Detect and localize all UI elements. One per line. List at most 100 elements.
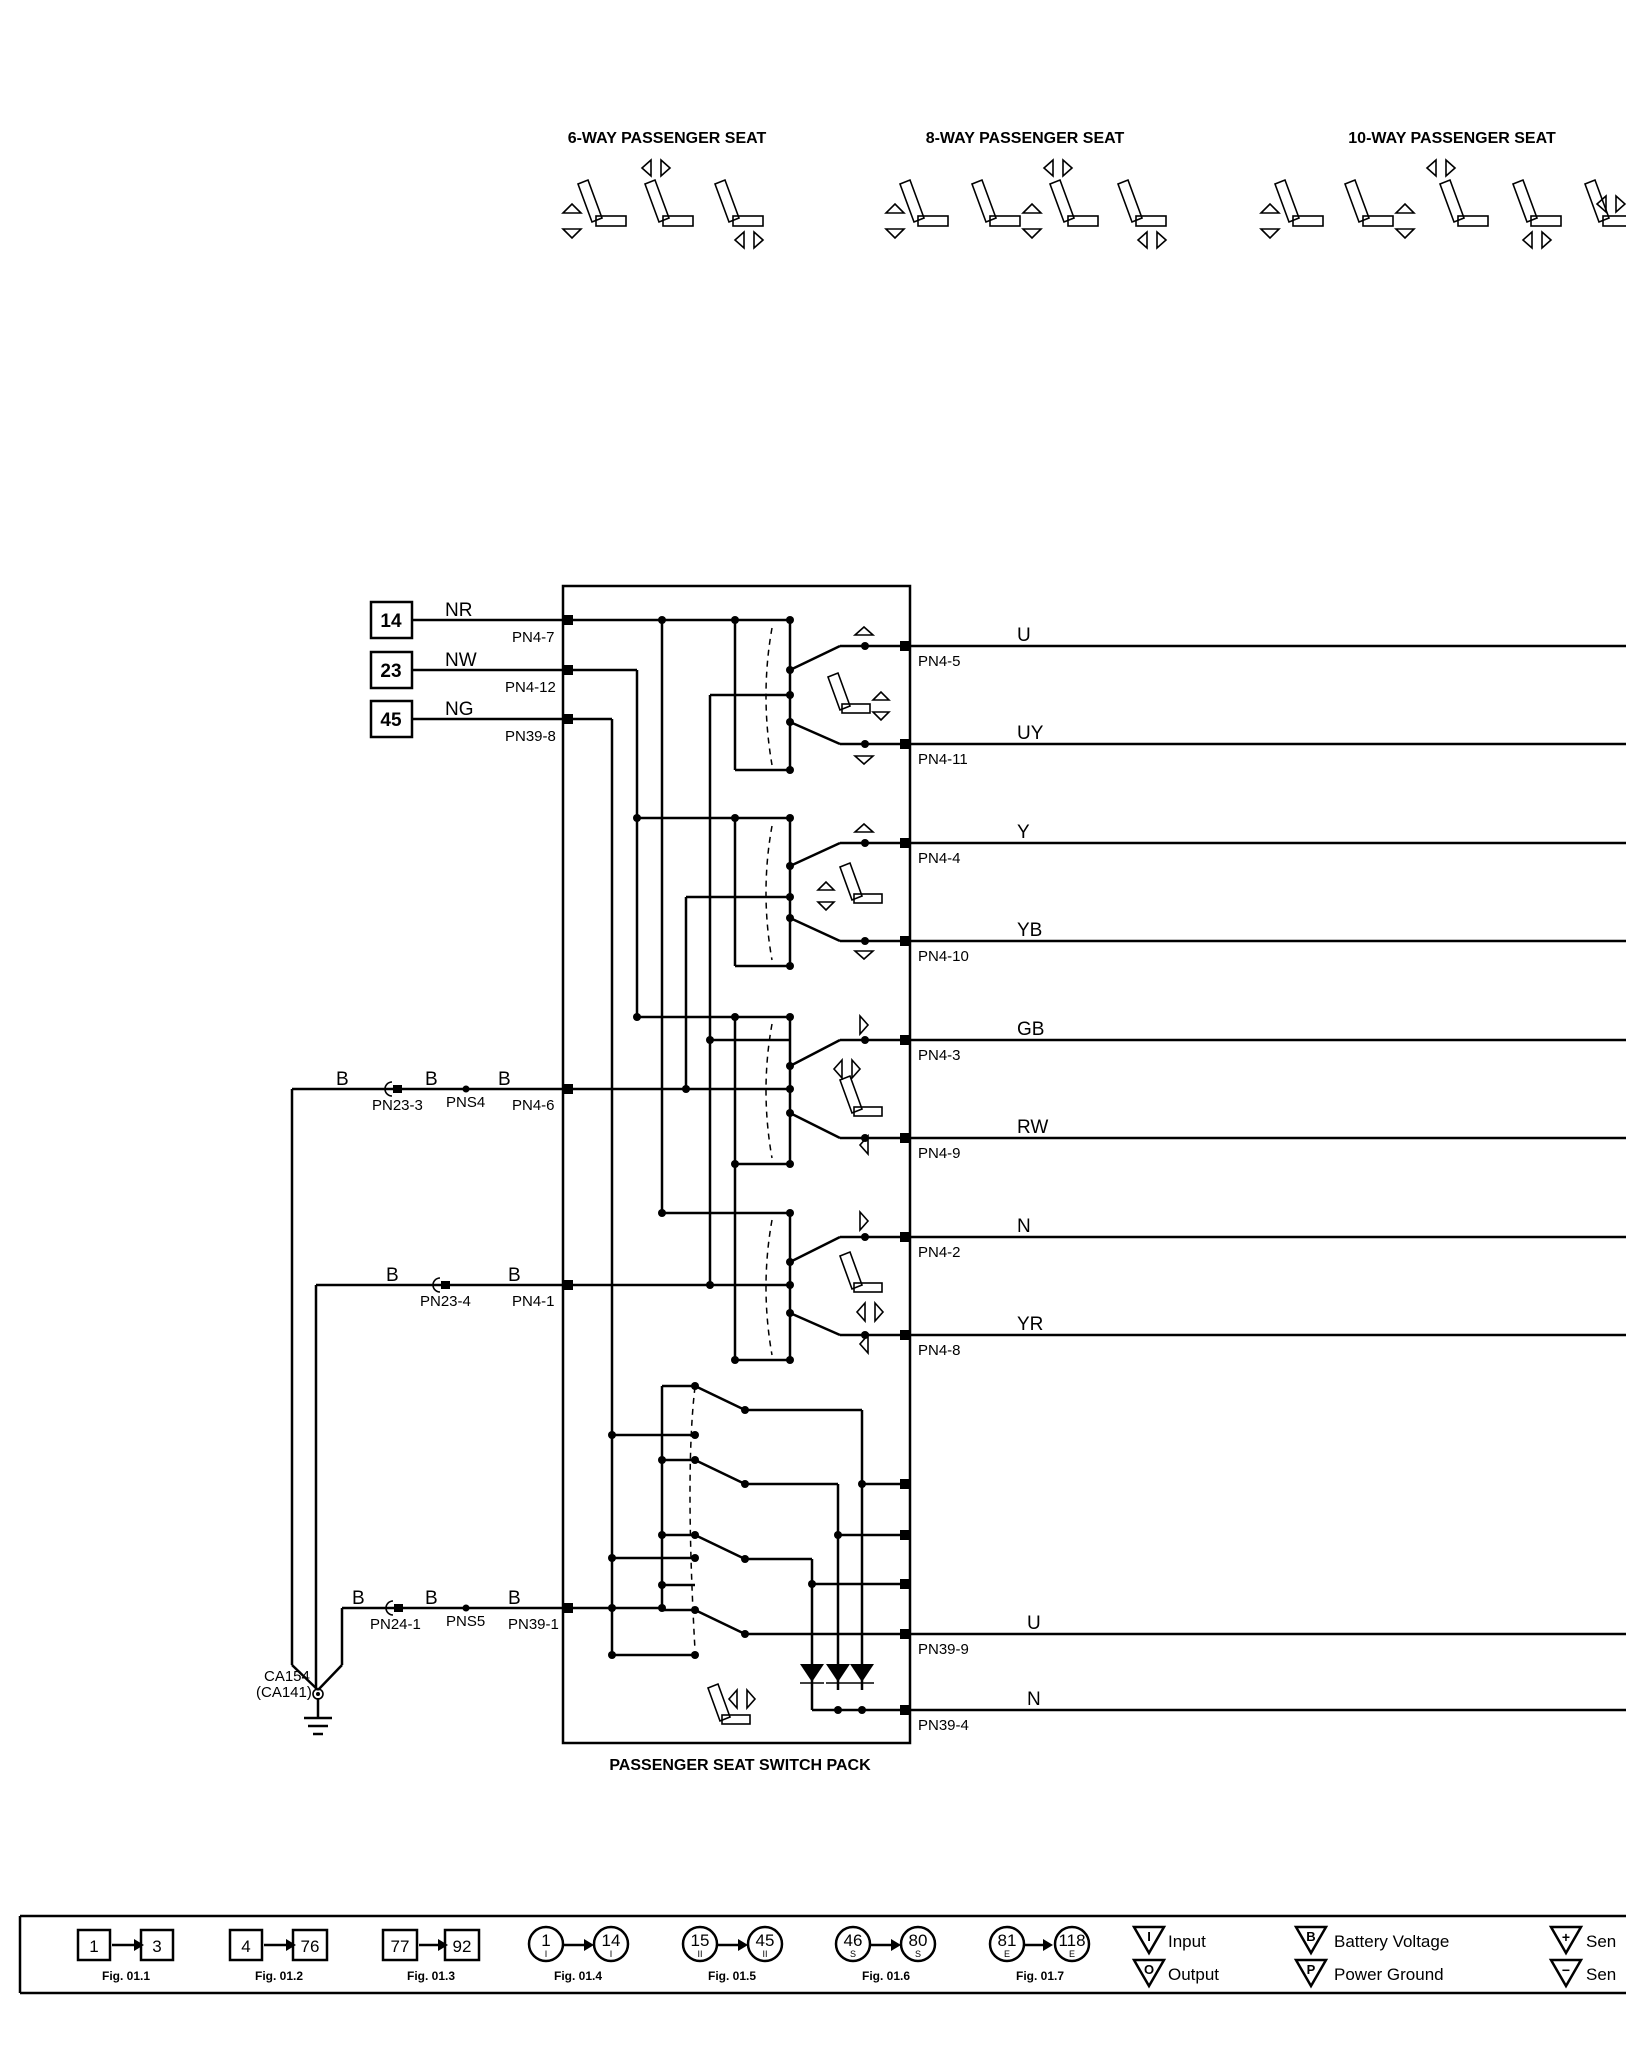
- legend-sensor-positive-label: Sen: [1586, 1932, 1616, 1951]
- svg-text:E: E: [1004, 1949, 1010, 1959]
- pin-pn4-11-label: PN4-11: [918, 751, 968, 768]
- motor-switches: [633, 616, 905, 1725]
- ground-point-alt-label: (CA141): [256, 1684, 312, 1701]
- output-icon: [1131, 1958, 1167, 1989]
- legend-fig-01-6-from: 46: [844, 1931, 863, 1950]
- legend-fig-01-1[interactable]: 1 3 Fig. 01.1: [76, 1928, 175, 1983]
- legend-fig-01-4-to: 14: [602, 1931, 621, 1950]
- ground-row3-wire-right: B: [508, 1588, 521, 1609]
- svg-text:+: +: [1562, 1929, 1570, 1945]
- wire-gb-label: GB: [1017, 1019, 1044, 1040]
- wire-yb-label: YB: [1017, 920, 1042, 941]
- seat-type-8way-title: 8-WAY PASSENGER SEAT: [926, 130, 1125, 147]
- legend-fig-01-6-to: 80: [909, 1931, 928, 1950]
- seat-type-10way-title: 10-WAY PASSENGER SEAT: [1348, 130, 1556, 147]
- switch-arrow-icons: [852, 625, 876, 1356]
- legend-fig-01-5-label: Fig. 01.5: [708, 1969, 756, 1983]
- ground-row3-wire-left: B: [352, 1588, 365, 1609]
- pin-pn4-10-label: PN4-10: [918, 948, 969, 965]
- power-ground-icon: [1293, 1958, 1329, 1989]
- pin-pn4-8-label: PN4-8: [918, 1342, 961, 1359]
- legend-fig-01-4[interactable]: 1 I 14 I Fig. 01.4: [527, 1925, 630, 1983]
- input-icon: [1131, 1925, 1167, 1956]
- pin-pn4-7-label: PN4-7: [512, 629, 555, 646]
- wire-nw-label: NW: [445, 650, 477, 671]
- ground-point-label: CA154: [264, 1668, 310, 1685]
- internal-wiring: [570, 618, 790, 1655]
- legend-sensor-negative-label: Sen: [1586, 1965, 1616, 1984]
- wire-rw-label: RW: [1017, 1117, 1048, 1138]
- seat-height-icon: [561, 178, 627, 240]
- pin-pn4-12-label: PN4-12: [505, 679, 556, 696]
- ground-row2-wire-left: B: [386, 1265, 399, 1286]
- legend-fig-01-7-from: 81: [998, 1931, 1017, 1950]
- input-feeds: 14 NR PN4-7 23 NW PN4-12 45 NG PN39-8: [369, 600, 563, 745]
- legend: 1 3 Fig. 01.1 4 76 Fig. 01.2 77 92 Fig. …: [18, 1914, 1626, 1995]
- memory-section: [570, 1382, 905, 1714]
- legend-fig-01-2-from: 4: [241, 1937, 250, 1956]
- seat-8way-icons: [884, 158, 1168, 250]
- svg-text:E: E: [1069, 1949, 1075, 1959]
- input-box-45-label: 45: [380, 710, 402, 731]
- legend-output-label: Output: [1168, 1965, 1219, 1984]
- output-wires: U PN4-5 UY PN4-11 Y PN4-4 YB PN4-10 GB P…: [563, 615, 1626, 1734]
- legend-fig-01-6[interactable]: 46 S 80 S Fig. 01.6: [834, 1925, 937, 1983]
- pin-pn4-1-label: PN4-1: [512, 1293, 555, 1310]
- pin-pn4-9-label: PN4-9: [918, 1145, 961, 1162]
- ground-row2-wire-right: B: [508, 1265, 521, 1286]
- svg-text:B: B: [1306, 1929, 1315, 1944]
- pin-pn39-8-label: PN39-8: [505, 728, 556, 745]
- seat-slide-icon: [713, 178, 765, 250]
- svg-text:II: II: [697, 1949, 702, 1959]
- svg-text:P: P: [1307, 1962, 1316, 1977]
- switch-pack-outline: [561, 584, 912, 1745]
- legend-fig-01-2[interactable]: 4 76 Fig. 01.2: [228, 1928, 329, 1983]
- legend-battery-voltage-label: Battery Voltage: [1334, 1932, 1449, 1951]
- splice-pns4-label: PNS4: [446, 1094, 485, 1111]
- legend-fig-01-1-label: Fig. 01.1: [102, 1969, 150, 1983]
- connector-pn23-4-label: PN23-4: [420, 1293, 471, 1310]
- legend-fig-01-5-from: 15: [691, 1931, 710, 1950]
- svg-text:O: O: [1144, 1962, 1154, 1977]
- input-box-23-label: 23: [380, 661, 401, 682]
- svg-text:I: I: [1147, 1929, 1151, 1944]
- svg-text:II: II: [762, 1949, 767, 1959]
- svg-text:−: −: [1562, 1962, 1570, 1978]
- pin-pn4-6-label: PN4-6: [512, 1097, 555, 1114]
- legend-fig-01-7-label: Fig. 01.7: [1016, 1969, 1064, 1983]
- switch-pack: PASSENGER SEAT SWITCH PACK: [561, 584, 912, 1774]
- wire-uy-label: UY: [1017, 723, 1044, 744]
- svg-text:S: S: [915, 1949, 921, 1959]
- legend-symbols: I Input O Output B Battery Voltage P Pow…: [1131, 1925, 1616, 1989]
- pin-pn39-4-label: PN39-4: [918, 1717, 969, 1734]
- ground-circuits: B PN23-3 B PNS4 B PN4-6 B PN23-4 B PN4-1…: [256, 1069, 563, 1736]
- legend-fig-01-3[interactable]: 77 92 Fig. 01.3: [381, 1928, 481, 1983]
- pin-pn4-2-label: PN4-2: [918, 1244, 961, 1261]
- pin-pn39-9-label: PN39-9: [918, 1641, 969, 1658]
- legend-fig-01-1-from: 1: [89, 1937, 98, 1956]
- seat-10way-icons: [1259, 158, 1626, 250]
- legend-fig-01-3-from: 77: [391, 1937, 410, 1956]
- legend-fig-01-6-label: Fig. 01.6: [862, 1969, 910, 1983]
- seat-types-header: 6-WAY PASSENGER SEAT 8-WAY PASSENGER SEA…: [561, 130, 1626, 250]
- sensor-negative-icon: [1548, 1958, 1584, 1989]
- legend-fig-01-1-to: 3: [152, 1937, 161, 1956]
- ground-row1-wire-right: B: [498, 1069, 511, 1090]
- legend-fig-01-5[interactable]: 15 II 45 II Fig. 01.5: [681, 1925, 784, 1983]
- junction-dots: [633, 616, 869, 1364]
- seat-tilt-icon: [640, 158, 694, 227]
- diode-icons: [800, 1664, 874, 1684]
- pin-pn4-5-label: PN4-5: [918, 653, 961, 670]
- seat-type-6way-title: 6-WAY PASSENGER SEAT: [568, 130, 767, 147]
- legend-fig-01-4-from: 1: [541, 1931, 550, 1950]
- legend-fig-01-2-label: Fig. 01.2: [255, 1969, 303, 1983]
- pin-pn4-4-label: PN4-4: [918, 850, 961, 867]
- pin-pn39-1-label: PN39-1: [508, 1616, 559, 1633]
- connector-pn24-1-label: PN24-1: [370, 1616, 421, 1633]
- legend-fig-01-4-label: Fig. 01.4: [554, 1969, 602, 1983]
- legend-fig-01-7[interactable]: 81 E 118 E Fig. 01.7: [988, 1925, 1091, 1983]
- battery-voltage-icon: [1293, 1925, 1329, 1956]
- wire-u-label: U: [1017, 625, 1031, 646]
- legend-fig-01-2-to: 76: [301, 1937, 320, 1956]
